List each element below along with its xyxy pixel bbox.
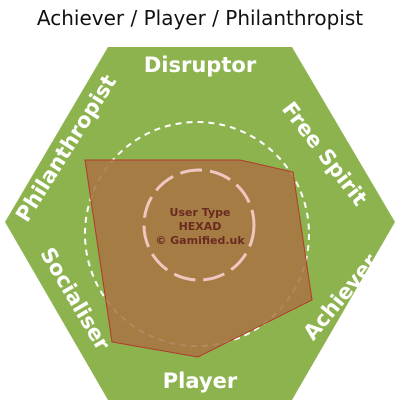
outer-dashed-ring [84, 121, 310, 347]
page-title: Achiever / Player / Philanthropist [36, 6, 364, 30]
center-label-user-type: User Type [170, 206, 231, 219]
segment-label-disruptor: Disruptor [144, 53, 257, 77]
inner-dashed-ring [142, 168, 256, 282]
center-label-hexad: HEXAD [179, 220, 222, 233]
user-profile-area [84, 159, 313, 358]
center-label-copyright: © Gamified.uk [155, 234, 245, 247]
segment-label-player: Player [163, 369, 238, 393]
